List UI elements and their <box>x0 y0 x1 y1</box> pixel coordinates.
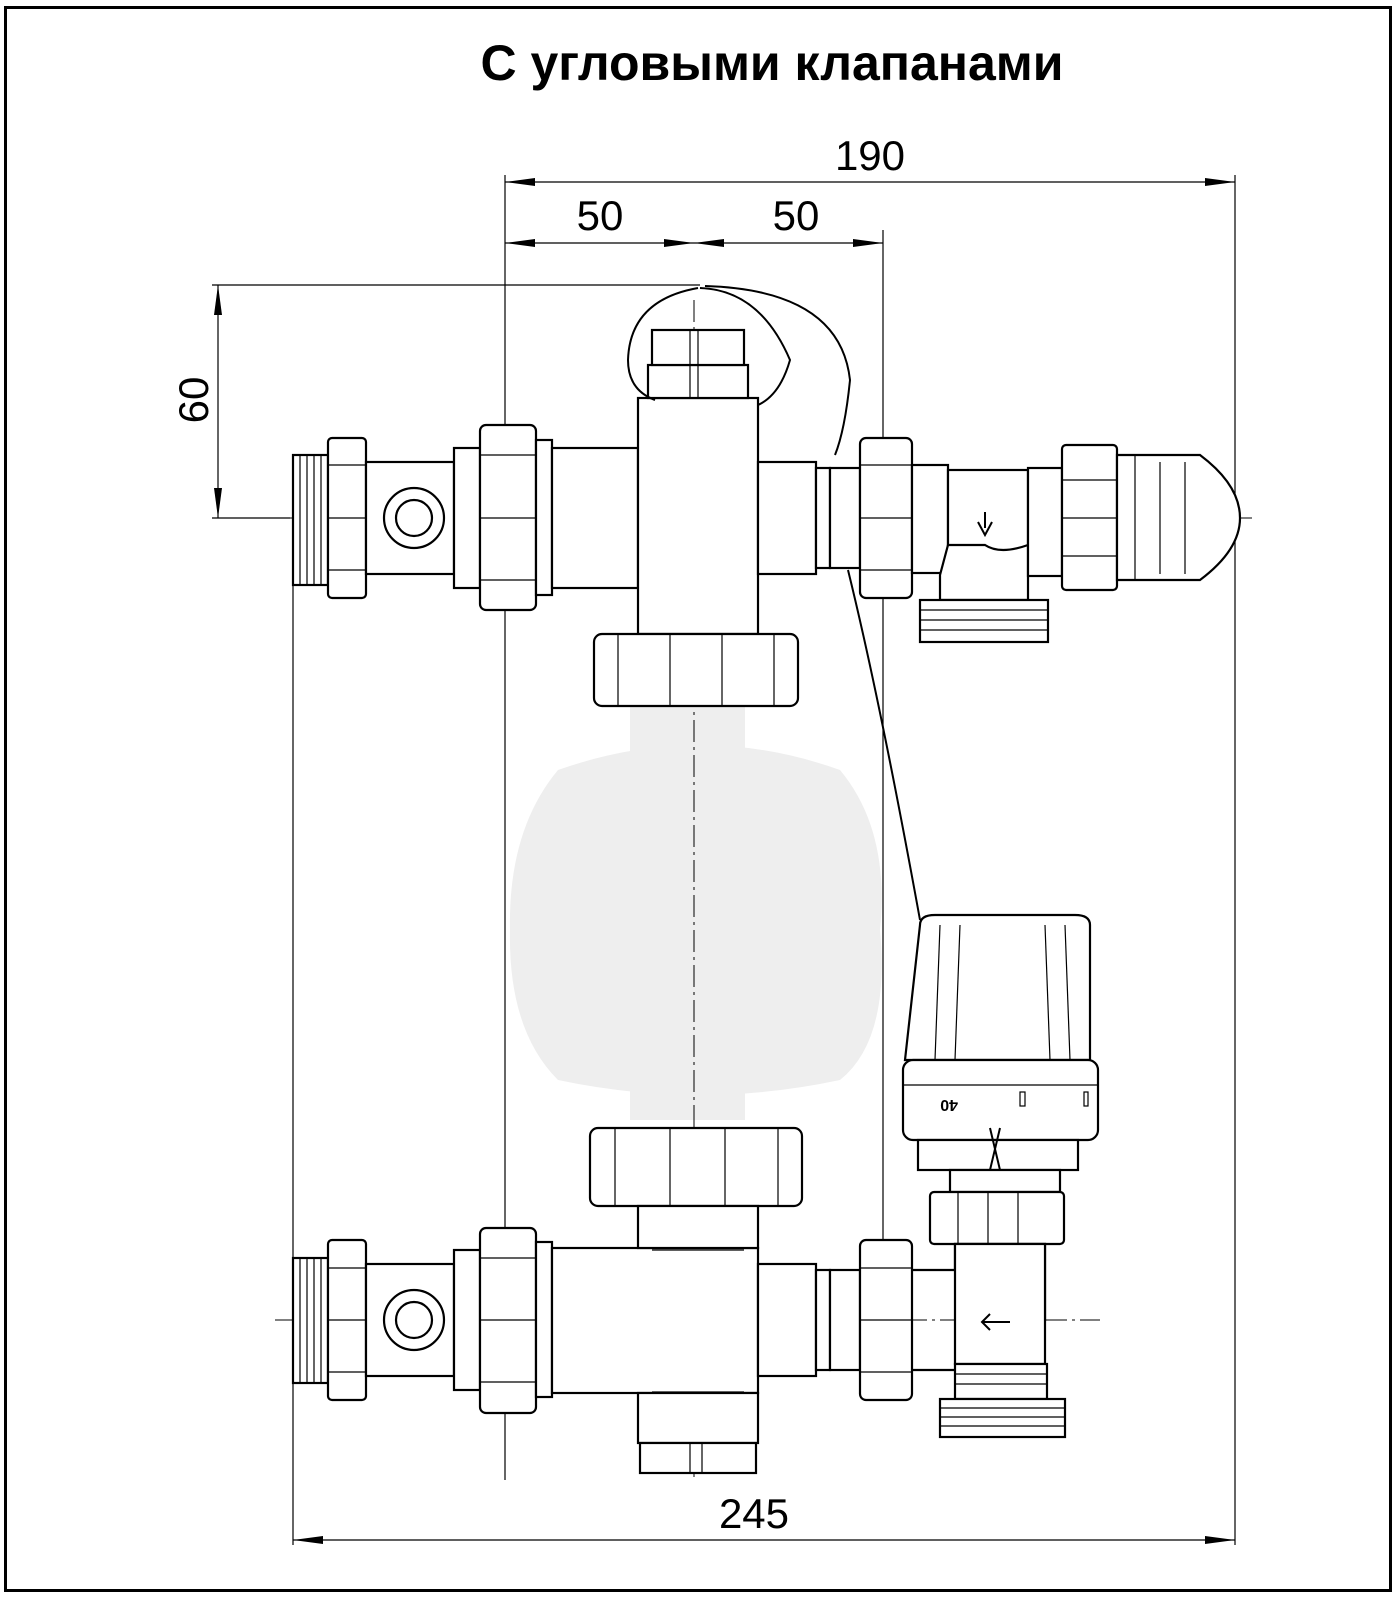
capillary-tube <box>847 569 921 921</box>
dimension-right-segment: 50 <box>773 192 820 239</box>
bottom-assembly <box>291 1126 1067 1475</box>
top-assembly <box>291 285 1242 708</box>
dimension-left-segment: 50 <box>577 192 624 239</box>
scale-mark-40: 40 <box>940 1096 958 1113</box>
dimension-overall-top: 190 <box>835 132 905 179</box>
pump-ghost <box>509 700 882 1120</box>
drawing-title: С угловыми клапанами <box>480 35 1063 91</box>
dimension-lines <box>214 178 1235 1544</box>
thermostat-head: 40 <box>901 913 1100 1246</box>
dimension-vertical: 60 <box>170 377 217 424</box>
drawing-frame <box>4 6 1392 1592</box>
dimension-overall-bottom: 245 <box>719 1490 789 1537</box>
